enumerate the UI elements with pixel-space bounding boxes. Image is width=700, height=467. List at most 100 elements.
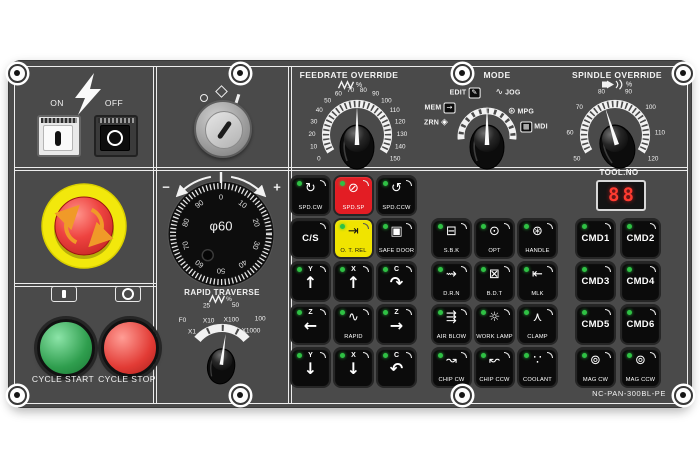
handwheel-plus-label: + xyxy=(273,180,281,195)
overtravel-release-icon: ⇥ xyxy=(348,224,359,239)
power-section xyxy=(14,66,157,171)
cycle-stop-button[interactable] xyxy=(101,319,159,377)
button-cmd5[interactable]: CMD5 xyxy=(577,306,614,343)
button-o-t-rel[interactable]: ⇥ O. T. REL xyxy=(335,220,372,257)
button-spd-cw[interactable]: ↻SPD.CW xyxy=(292,177,329,214)
button-jog-x-plus[interactable]: X↑ xyxy=(335,263,372,300)
handwheel-tick-label: 20 xyxy=(251,217,262,228)
power-on-switch[interactable] xyxy=(37,115,81,157)
button-opt[interactable]: ⊙OPT xyxy=(476,220,513,257)
button-led xyxy=(627,310,632,315)
button-spd-ccw[interactable]: ↺SPD.CCW xyxy=(378,177,415,214)
button-d-r-n[interactable]: ⇝D.R.N xyxy=(433,263,470,300)
mode-position-edit: EDIT✎ xyxy=(449,87,481,99)
button-led xyxy=(340,224,345,229)
tool-no-display: 88 xyxy=(596,180,646,211)
jog-icon: ∿ xyxy=(495,87,504,98)
emergency-stop-button[interactable] xyxy=(41,183,127,269)
button-led xyxy=(340,267,345,272)
button-jog-c-plus[interactable]: C↷ xyxy=(378,263,415,300)
spindle-stop-icon: ⊘ xyxy=(348,181,359,196)
button-mag-ccw[interactable]: ⊚MAG CCW xyxy=(622,349,659,386)
button-led xyxy=(582,267,587,272)
button-rapid[interactable]: ∿RAPID xyxy=(335,306,372,343)
button-air-blow[interactable]: ⇶AIR BLOW xyxy=(433,306,470,343)
button-label: CLAMP xyxy=(527,333,548,340)
key-switch[interactable] xyxy=(194,100,252,158)
button-led xyxy=(582,310,587,315)
button-coolant[interactable]: ∵COOLANT xyxy=(519,349,556,386)
button-jog-z-minus[interactable]: Z← xyxy=(292,306,329,343)
clamp-icon: ⋏ xyxy=(532,310,543,325)
button-label: AIR BLOW xyxy=(436,333,467,340)
button-led xyxy=(582,353,587,358)
button-mlk[interactable]: ⇤MLK xyxy=(519,263,556,300)
button-cmd3[interactable]: CMD3 xyxy=(577,263,614,300)
button-jog-z-plus[interactable]: Z→ xyxy=(378,306,415,343)
button-b-d-t[interactable]: ⊠B.D.T xyxy=(476,263,513,300)
button-chip-cw[interactable]: ↝CHIP CW xyxy=(433,349,470,386)
rapid-traverse-title: RAPID TRAVERSE xyxy=(184,288,260,297)
button-cmd6[interactable]: CMD6 xyxy=(622,306,659,343)
axis-letter: Z xyxy=(308,309,313,316)
button-spd-sp[interactable]: ⊘ SPD.SP xyxy=(335,177,372,214)
button-cmd4[interactable]: CMD4 xyxy=(622,263,659,300)
button-chip-ccw[interactable]: ↜CHIP CCW xyxy=(476,349,513,386)
off-circle-icon xyxy=(107,130,123,146)
cycle-start-icon xyxy=(51,286,77,302)
button-work-lamp[interactable]: ☼WORK LAMP xyxy=(476,306,513,343)
button-clamp[interactable]: ⋏ CLAMP xyxy=(519,306,556,343)
button-led xyxy=(383,310,388,315)
button-notch xyxy=(650,309,656,315)
button-safe-door[interactable]: ▣SAFE DOOR xyxy=(378,220,415,257)
mode-position-label: MDI xyxy=(534,123,548,131)
button-notch xyxy=(547,309,553,315)
nc-control-panel: ON OFF FEEDRATE OVERRIDE MODE SPINDLE OV… xyxy=(7,60,693,408)
button-mag-cw[interactable]: ⊚MAG CW xyxy=(577,349,614,386)
handwheel-tick-label: 0 xyxy=(219,193,223,202)
button-led xyxy=(340,181,345,186)
mode-position-mpg: ⊛MPG xyxy=(508,107,534,117)
power-off-switch[interactable] xyxy=(94,115,138,157)
spindle-override-knob[interactable] xyxy=(589,102,640,172)
button-label: SAFE DOOR xyxy=(378,247,415,254)
on-label: ON xyxy=(50,98,64,108)
button-c-s[interactable]: C/S xyxy=(292,220,329,257)
spindle-ccw-icon: ↺ xyxy=(391,181,402,196)
button-cmd2[interactable]: CMD2 xyxy=(622,220,659,257)
cycle-start-button[interactable] xyxy=(37,319,95,377)
button-label: O. T. REL xyxy=(340,247,367,254)
mode-selector-knob[interactable] xyxy=(469,106,505,170)
start-bar-icon xyxy=(62,290,66,298)
button-s-b-k[interactable]: ⊟S.B.K xyxy=(433,220,470,257)
button-notch xyxy=(406,309,412,315)
feedrate-override-knob[interactable] xyxy=(339,106,375,170)
feedrate-override-title: FEEDRATE OVERRIDE xyxy=(299,70,399,80)
handwheel-tick-label: 30 xyxy=(251,240,262,251)
button-led xyxy=(297,181,302,186)
rapid-traverse-knob[interactable] xyxy=(205,332,239,386)
button-jog-y-minus[interactable]: Y↓ xyxy=(292,349,329,386)
button-jog-c-minus[interactable]: C↶ xyxy=(378,349,415,386)
button-jog-y-plus[interactable]: Y↑ xyxy=(292,263,329,300)
button-label: SPD.SP xyxy=(342,204,365,211)
cycle-stop-label: CYCLE STOP xyxy=(98,374,156,384)
arrow-up-icon: ↑ xyxy=(303,273,318,292)
button-led xyxy=(340,310,345,315)
emergency-stop-section xyxy=(14,167,157,287)
button-jog-x-minus[interactable]: X↓ xyxy=(335,349,372,386)
cycle-stop-icon xyxy=(115,286,141,302)
button-handle[interactable]: ⊛HANDLE xyxy=(519,220,556,257)
axis-letter: X xyxy=(351,352,356,359)
button-label: CMD2 xyxy=(626,233,655,244)
button-led xyxy=(627,353,632,358)
button-notch xyxy=(547,352,553,358)
button-led xyxy=(383,224,388,229)
mode-position-label: EDIT xyxy=(449,89,467,97)
button-cmd1[interactable]: CMD1 xyxy=(577,220,614,257)
off-label: OFF xyxy=(104,98,124,108)
axis-letter: Z xyxy=(394,309,399,316)
mode-position-label: MEM xyxy=(424,104,442,112)
handwheel-dimple[interactable] xyxy=(201,249,214,262)
